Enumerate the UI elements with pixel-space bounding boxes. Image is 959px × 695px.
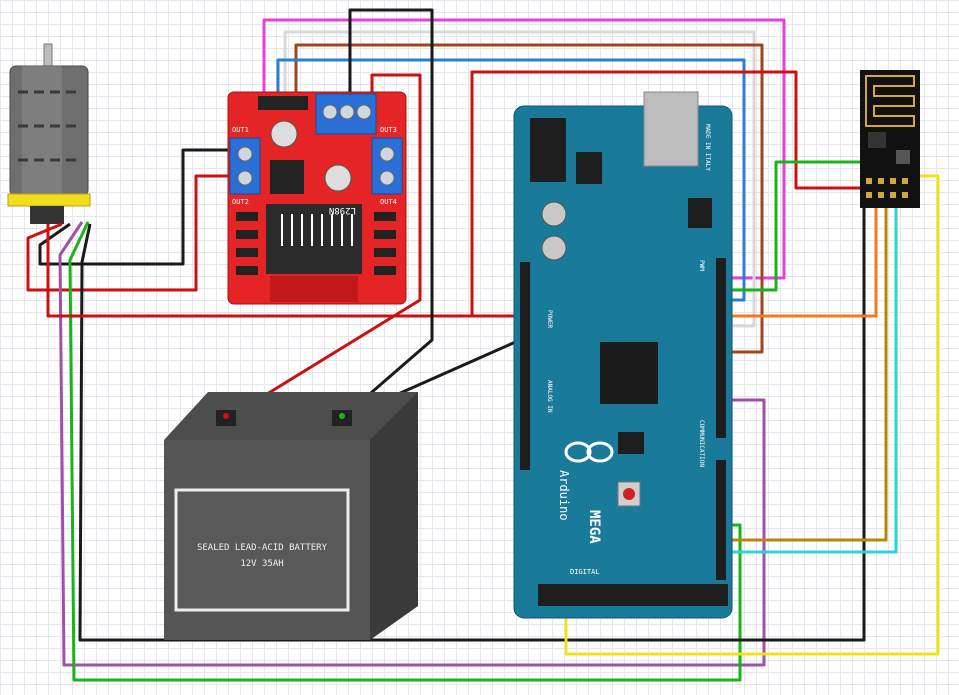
wire-motor-black-gnd	[78, 198, 866, 642]
wire-white	[283, 30, 756, 328]
wire-motor-black	[38, 148, 238, 266]
arduino-mega-board: Arduino MEGA MADE IN ITALY POWER ANALOG …	[513, 91, 733, 619]
wire-black-top	[341, 8, 434, 420]
battery-negative-terminal	[339, 413, 345, 419]
wire-motor-red-5v	[46, 224, 520, 318]
driver-out4-label: OUT4	[380, 198, 397, 206]
driver-out2-label: OUT2	[232, 198, 249, 206]
wire-red-vin	[227, 73, 422, 420]
driver-chip-label: L298N	[329, 205, 356, 215]
wire-red-right	[470, 70, 868, 316]
arduino-model-label: MEGA	[586, 510, 602, 544]
battery-label-line2: 12V 35AH	[240, 559, 283, 569]
lead-acid-battery: SEALED LEAD-ACID BATTERY 12V 35AH	[164, 392, 418, 640]
arduino-pwm-label: PWM	[698, 260, 705, 271]
battery-positive-terminal	[223, 413, 229, 419]
driver-out3-label: OUT3	[380, 126, 397, 134]
nrf24l01-module	[860, 70, 920, 208]
reset-button[interactable]	[623, 488, 635, 500]
l298n-driver-board: L298N OUT1 OUT2 OUT3 OUT4	[227, 91, 407, 305]
wire-green-nrf	[722, 160, 882, 292]
wire-orange-nrf	[722, 195, 878, 318]
arduino-brand-label: Arduino	[557, 470, 571, 521]
driver-out1-label: OUT1	[232, 126, 249, 134]
arduino-digital-label: DIGITAL	[570, 568, 600, 576]
wire-motor-red	[26, 174, 238, 292]
arduino-made-in-label: MADE IN ITALY	[704, 124, 711, 171]
dc-motor	[7, 43, 91, 224]
wire-motor-purple	[58, 221, 766, 667]
wire-blue	[276, 58, 746, 302]
wire-yellow-nrf	[564, 174, 940, 656]
battery-label-line1: SEALED LEAD-ACID BATTERY	[197, 543, 328, 553]
arduino-power-label: POWER	[546, 310, 553, 328]
arduino-communication-label: COMMUNICATION	[698, 420, 705, 467]
wire-motor-green	[68, 221, 742, 682]
wire-brown	[294, 43, 764, 354]
wires	[26, 8, 940, 682]
arduino-analog-label: ANALOG IN	[546, 380, 553, 413]
